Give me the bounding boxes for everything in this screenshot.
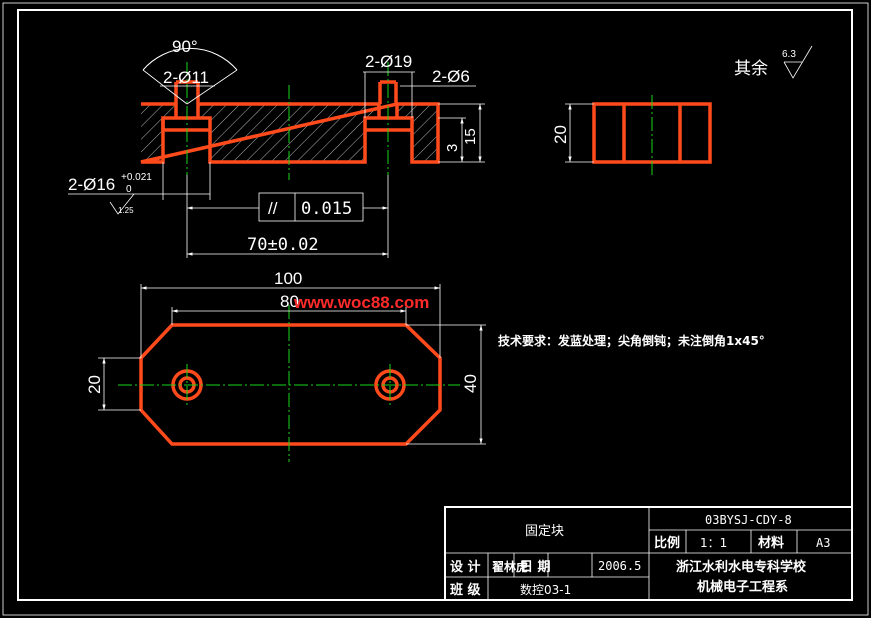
roughness-local: 1.25	[118, 206, 134, 215]
roughness-note-label: 其余	[734, 59, 768, 79]
inner-length-label: 80	[280, 292, 299, 311]
parallelism-frame	[258, 192, 364, 222]
hole-large-label: 2-Ø19	[365, 52, 412, 71]
roughness-note: 其余 6.3	[734, 45, 813, 79]
hole-pin-label: 2-Ø6	[432, 67, 470, 86]
scale-label: 比例	[654, 535, 680, 551]
depth-label: 3	[444, 144, 461, 152]
part-name: 固定块	[525, 524, 564, 539]
tolerance-hole-label: 2-Ø16	[68, 175, 115, 194]
watermark: www.woc88.com	[293, 293, 429, 312]
date-label: 日 期	[520, 560, 551, 575]
tolerance-upper: +0.021	[121, 172, 152, 183]
class-label: 班 级	[450, 582, 482, 598]
roughness-note-value: 6.3	[782, 49, 796, 60]
front-section-view: 90° 2-Ø11 2-Ø19 2-Ø6 3 15 2-Ø16 +0.021 0…	[68, 37, 485, 258]
material-value: A3	[816, 536, 830, 550]
design-label: 设 计	[450, 559, 481, 575]
title-block: 固定块 03BYSJ-CDY-8 比例 1：1 材料 A3 设 计 翟林虎 日 …	[444, 506, 853, 601]
side-view: 20	[551, 95, 712, 175]
height-label: 15	[462, 128, 479, 145]
angle-label: 90°	[172, 37, 198, 56]
inner-frame	[17, 9, 853, 601]
designer-name: 翟林虎	[492, 559, 528, 574]
left-height-label: 20	[85, 375, 104, 394]
top-view: 100 80 20 40	[85, 269, 486, 462]
spacing-label: 70±0.02	[247, 235, 319, 255]
material-label: 材料	[758, 535, 784, 551]
tech-requirements: 技术要求：发蓝处理；尖角倒钝；未注倒角1x45°	[498, 333, 765, 348]
overall-length-label: 100	[274, 269, 302, 288]
parallelism-value: 0.015	[301, 199, 352, 219]
drawing-number: 03BYSJ-CDY-8	[705, 513, 792, 527]
department-name: 机械电子工程系	[697, 579, 788, 595]
date-value: 2006.5	[598, 559, 641, 573]
right-height-label: 40	[461, 374, 480, 393]
school-name: 浙江水利水电专科学校	[676, 559, 807, 575]
tolerance-lower: 0	[126, 184, 132, 195]
hole-small-label: 2-Ø11	[163, 68, 209, 87]
scale-value: 1：1	[700, 536, 727, 550]
side-height-label: 20	[551, 125, 570, 144]
parallelism-symbol: //	[268, 199, 278, 218]
class-value: 数控03-1	[520, 582, 571, 597]
